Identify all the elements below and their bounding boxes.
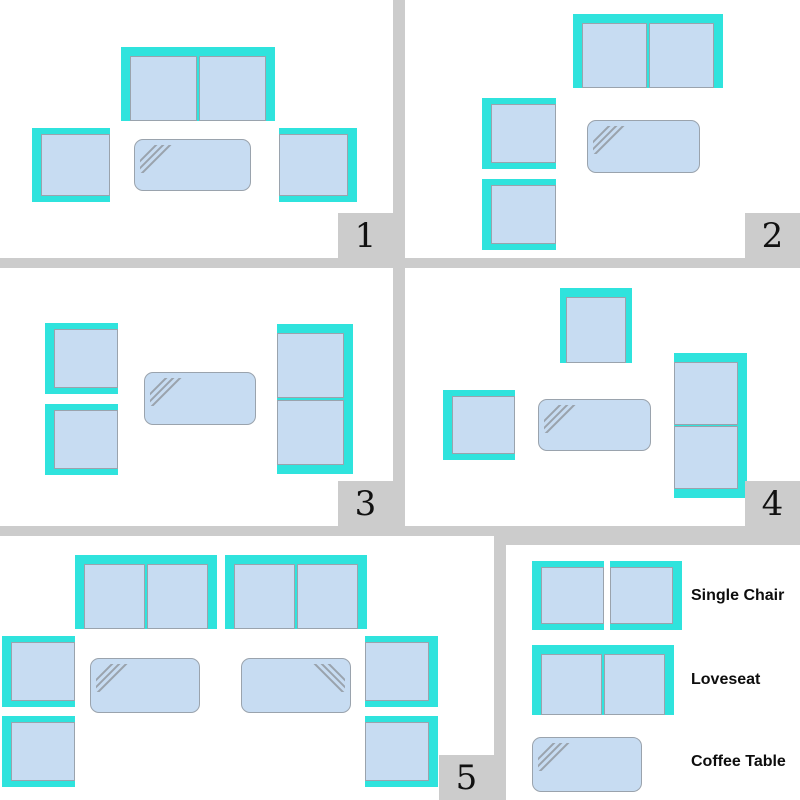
chair-right-lower[interactable] [365,716,438,787]
legend-loveseat [532,645,674,715]
legend-label-loveseat: Loveseat [691,671,761,688]
panel-number-badge: 2 [745,213,800,258]
panel-number-badge: 4 [745,481,800,526]
loveseat-top[interactable] [121,47,275,121]
loveseat-cushion [674,362,738,425]
loveseat-top-right[interactable] [225,555,367,629]
table-shine-icon [311,664,345,692]
panel-number: 3 [354,483,377,524]
panel-number: 4 [761,483,784,524]
chair-seat [54,329,118,388]
chair-top[interactable] [560,288,632,363]
chair-seat [11,722,75,781]
chair-seat [610,567,673,624]
legend-row-coffee-table: Coffee Table [506,715,800,795]
chair-seat [541,567,604,624]
panel-number: 1 [354,215,377,256]
chair-seat [54,410,118,469]
chair-seat [452,396,515,454]
table-shine-icon [150,378,184,406]
coffee-table-right[interactable] [587,120,700,173]
chair-seat [566,297,626,363]
loveseat-cushion [674,426,738,489]
loveseat-cushion [234,564,296,629]
chair-right[interactable] [279,128,357,202]
loveseat-cushion [146,564,208,629]
table-shine-icon [544,405,578,433]
chair-left-upper[interactable] [2,636,75,707]
chair-left-lower[interactable] [482,179,556,250]
panel-number: 5 [455,757,478,798]
panel-number-badge: 5 [439,755,494,800]
legend-label-coffee-table: Coffee Table [691,753,786,770]
table-shine-icon [140,145,174,173]
loveseat-cushion [277,399,344,465]
chair-left-upper[interactable] [482,98,556,169]
panel-2[interactable]: 2 [405,0,800,258]
loveseat-cushion [541,654,603,715]
panel-4[interactable]: 4 [405,268,800,526]
chair-right-upper[interactable] [365,636,438,707]
table-shine-icon [593,126,627,154]
table-shine-icon [96,664,130,692]
chair-seat [11,642,75,701]
legend-coffee-table [532,737,642,792]
loveseat-right[interactable] [674,353,747,498]
loveseat-cushion [648,23,714,88]
chair-left[interactable] [32,128,110,202]
chair-left-lower[interactable] [2,716,75,787]
legend-row-loveseat: Loveseat [506,627,800,715]
chair-seat [491,104,556,163]
coffee-table-center[interactable] [144,372,256,425]
panel-3[interactable]: 3 [0,268,393,526]
loveseat-top-left[interactable] [75,555,217,629]
legend-chair-right-facing [610,561,682,630]
legend-label-single-chair: Single Chair [691,587,785,604]
loveseat-cushion [582,23,648,88]
table-shine-icon [538,743,572,771]
coffee-table-right[interactable] [241,658,351,713]
panel-number-badge: 1 [338,213,393,258]
chair-seat [365,722,429,781]
panel-5[interactable]: 5 [0,536,494,800]
coffee-table-center[interactable] [538,399,651,451]
panel-number-badge: 3 [338,481,393,526]
chair-seat [279,134,348,196]
panel-1[interactable]: 1 [0,0,393,258]
legend-chair-left-facing [532,561,604,630]
chair-seat [365,642,429,701]
legend-panel: Single Chair Loveseat Coffee Table [506,545,800,800]
chair-left[interactable] [443,390,515,460]
loveseat-top-right[interactable] [573,14,723,88]
loveseat-cushion [198,56,266,121]
coffee-table-center[interactable] [134,139,251,191]
loveseat-cushion [603,654,665,715]
chair-left-lower[interactable] [45,404,118,475]
loveseat-cushion [84,564,146,629]
legend-row-single-chair: Single Chair [506,545,800,630]
loveseat-cushion [296,564,358,629]
loveseat-right[interactable] [277,324,353,474]
loveseat-cushion [130,56,198,121]
chair-seat [491,185,556,244]
loveseat-cushion [277,333,344,399]
chair-left-upper[interactable] [45,323,118,394]
chair-seat [41,134,110,196]
panel-number: 2 [761,215,784,256]
coffee-table-left[interactable] [90,658,200,713]
